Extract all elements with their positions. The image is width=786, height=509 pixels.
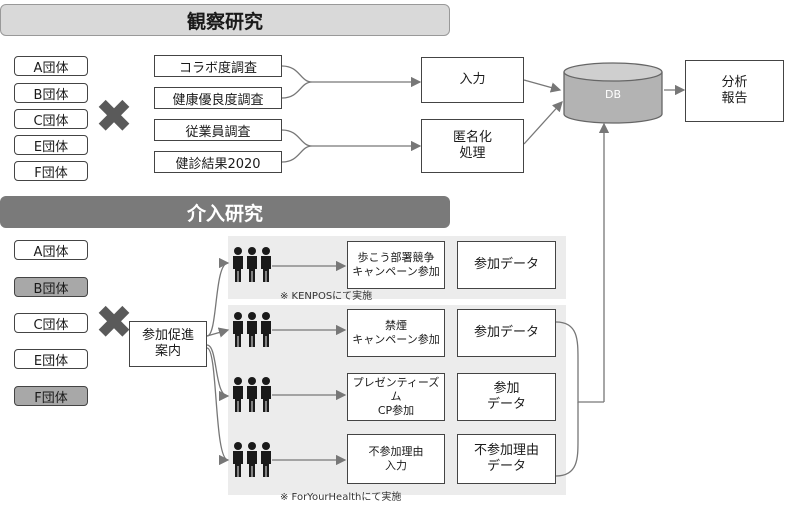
survey-health-excellence: 健康優良度調査 <box>154 87 282 109</box>
program-presenteeism-cp: プレゼンティーズム CP参加 <box>347 373 445 421</box>
participation-promotion-box: 参加促進 案内 <box>129 321 207 367</box>
survey-employee: 従業員調査 <box>154 119 282 141</box>
input-box: 入力 <box>421 57 524 103</box>
obs-group-f: F団体 <box>14 161 88 181</box>
anonymize-box: 匿名化 処理 <box>421 119 524 173</box>
people-group-icon <box>231 311 273 349</box>
int-group-e: E団体 <box>14 349 88 369</box>
program-line1: 歩こう部署競争 <box>357 250 435 264</box>
cross-icon: ✖ <box>94 295 134 349</box>
cross-icon: ✖ <box>94 89 134 143</box>
data-line1: 不参加理由 <box>473 442 539 458</box>
program-walking-campaign: 歩こう部署競争 キャンペーン参加 <box>347 241 445 289</box>
analysis-line1: 分析 <box>721 74 748 90</box>
program-line2: 入力 <box>385 459 407 472</box>
program-line1: プレゼンティーズム <box>352 375 440 403</box>
observation-banner: 観察研究 <box>0 4 450 36</box>
program-line2: CP参加 <box>377 404 415 418</box>
data-no-smoking: 参加データ <box>457 309 556 357</box>
db-label: DB <box>604 88 622 101</box>
promo-line2: 案内 <box>154 344 181 359</box>
int-group-f: F団体 <box>14 386 88 406</box>
obs-group-c: C団体 <box>14 109 88 129</box>
anonymize-line2: 処理 <box>459 146 486 161</box>
obs-group-e: E団体 <box>14 135 88 155</box>
data-non-participation: 不参加理由 データ <box>457 434 556 484</box>
foryourhealth-note: ※ ForYourHealthにて実施 <box>280 492 402 503</box>
analysis-report-box: 分析 報告 <box>685 60 784 122</box>
anonymize-line1: 匿名化 <box>452 129 492 145</box>
int-group-a: A団体 <box>14 240 88 260</box>
program-line1: 不参加理由 <box>368 444 424 458</box>
obs-group-a: A団体 <box>14 56 88 76</box>
data-walking: 参加データ <box>457 241 556 289</box>
program-line2: キャンペーン参加 <box>352 333 440 346</box>
promo-line1: 参加促進 <box>141 327 194 343</box>
kenpos-note: ※ KENPOSにて実施 <box>280 291 373 302</box>
database-icon <box>562 62 664 124</box>
program-line1: 禁煙 <box>385 318 407 332</box>
program-line2: キャンペーン参加 <box>352 265 440 278</box>
data-line2: データ <box>486 397 526 412</box>
intervention-banner: 介入研究 <box>0 196 450 228</box>
int-group-b: B団体 <box>14 277 88 297</box>
analysis-line2: 報告 <box>721 91 748 106</box>
people-group-icon <box>231 376 273 414</box>
int-group-c: C団体 <box>14 313 88 333</box>
program-no-smoking-campaign: 禁煙 キャンペーン参加 <box>347 309 445 357</box>
obs-group-b: B団体 <box>14 83 88 103</box>
survey-checkup-2020: 健診結果2020 <box>154 151 282 173</box>
people-group-icon <box>231 441 273 479</box>
survey-collab: コラボ度調査 <box>154 55 282 77</box>
data-line2: データ <box>486 459 526 474</box>
people-group-icon <box>231 246 273 284</box>
data-presenteeism: 参加 データ <box>457 373 556 421</box>
data-line1: 参加 <box>493 380 520 396</box>
program-non-participation-reason: 不参加理由 入力 <box>347 434 445 484</box>
